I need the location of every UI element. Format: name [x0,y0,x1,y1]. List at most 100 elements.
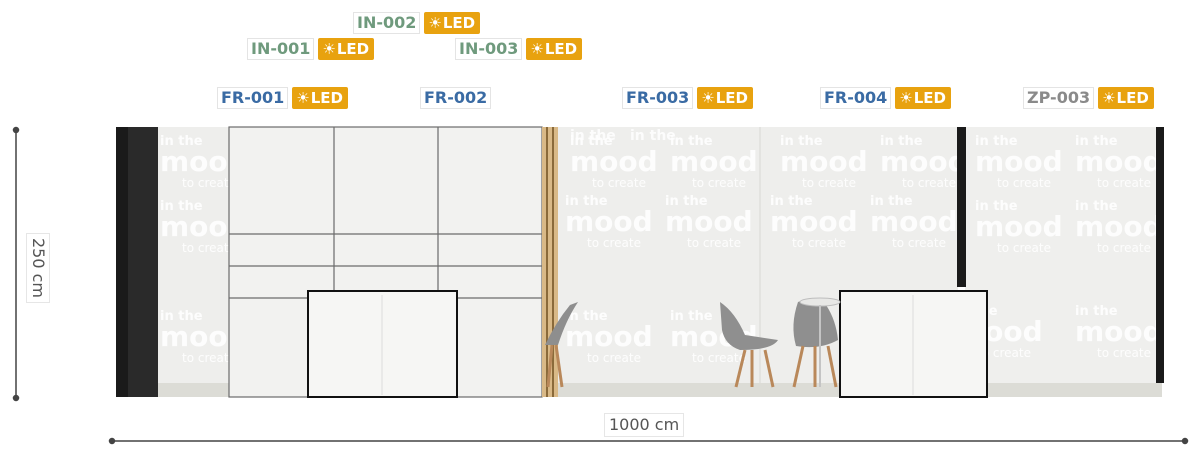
fixture-code: IN-001 [247,38,315,60]
svg-text:to create: to create [997,241,1051,255]
led-badge: ☀LED [895,87,952,109]
svg-text:in the: in the [780,134,823,149]
sun-icon: ☀ [1102,89,1116,107]
svg-text:to create: to create [182,176,236,190]
svg-text:mood: mood [975,145,1063,178]
width-dimension-line [108,437,1189,445]
label-fr-002: FR-002 [420,87,492,109]
fixture-code: FR-004 [820,87,892,109]
led-badge: ☀LED [292,87,349,109]
svg-text:in the: in the [880,134,923,149]
svg-text:mood: mood [880,145,968,178]
fixture-code: IN-002 [353,12,421,34]
svg-text:mood: mood [570,145,658,178]
label-fr-003: FR-003 ☀LED [622,87,754,109]
svg-text:to create: to create [902,176,956,190]
svg-text:in the: in the [870,194,913,209]
svg-text:mood: mood [870,205,958,238]
svg-text:in the: in the [565,194,608,209]
svg-text:in the: in the [160,134,203,149]
wall-watermarks: in the in the [570,128,676,144]
svg-text:mood: mood [1075,145,1163,178]
label-in-002: IN-002 ☀LED [353,12,481,34]
center-post [957,127,966,287]
svg-text:in the: in the [1075,199,1118,214]
label-zp-003: ZP-003 ☀LED [1023,87,1154,109]
svg-text:mood: mood [670,145,758,178]
svg-text:to create: to create [1097,241,1151,255]
bar-table [799,297,841,387]
svg-text:in the: in the [975,199,1018,214]
svg-text:in the: in the [975,134,1018,149]
svg-text:in the: in the [570,128,616,144]
watermark: in the in the [570,128,676,144]
svg-text:in the: in the [770,194,813,209]
svg-text:to create: to create [1097,176,1151,190]
svg-text:mood: mood [975,210,1063,243]
svg-text:to create: to create [592,176,646,190]
fixture-code: FR-002 [420,87,492,109]
svg-text:mood: mood [1075,210,1163,243]
label-fr-001: FR-001 ☀LED [217,87,349,109]
svg-text:mood: mood [780,145,868,178]
led-badge: ☀LED [318,38,375,60]
svg-text:to create: to create [1097,346,1151,360]
sun-icon: ☀ [428,14,442,32]
sun-icon: ☀ [701,89,715,107]
led-badge: ☀LED [697,87,754,109]
svg-text:mood: mood [770,205,858,238]
chair-3 [792,299,838,388]
svg-text:mood: mood [565,320,653,353]
svg-text:to create: to create [977,346,1031,360]
height-dimension-label: 250 cm [26,232,51,304]
led-badge: ☀LED [424,12,481,34]
right-post [1156,127,1164,383]
fixture-code: ZP-003 [1023,87,1095,109]
svg-text:to create: to create [692,176,746,190]
sun-icon: ☀ [899,89,913,107]
svg-text:in the: in the [1075,134,1118,149]
svg-text:to create: to create [182,351,236,365]
led-badge: ☀LED [1098,87,1154,109]
sun-icon: ☀ [296,89,310,107]
fixture-code: FR-003 [622,87,694,109]
svg-text:mood: mood [565,205,653,238]
fixture-code: FR-001 [217,87,289,109]
svg-text:to create: to create [587,351,641,365]
svg-text:to create: to create [892,236,946,250]
fixture-code: IN-003 [455,38,523,60]
svg-text:to create: to create [792,236,846,250]
height-dimension-line [12,126,20,402]
svg-text:in the: in the [1075,304,1118,319]
sun-icon: ☀ [322,40,336,58]
svg-text:in the: in the [630,128,676,144]
svg-text:to create: to create [692,351,746,365]
svg-text:in the: in the [665,194,708,209]
label-in-001: IN-001 ☀LED [247,38,375,60]
width-dimension-label: 1000 cm [604,413,685,437]
svg-text:mood: mood [1075,315,1163,348]
svg-text:in the: in the [160,309,203,324]
svg-text:in the: in the [670,309,713,324]
svg-text:in the: in the [160,199,203,214]
right-wall [965,127,1157,383]
svg-text:in the: in the [570,134,613,149]
svg-text:mood: mood [665,205,753,238]
label-fr-004: FR-004 ☀LED [820,87,952,109]
svg-text:in the: in the [565,309,608,324]
svg-text:to create: to create [802,176,856,190]
sun-icon: ☀ [530,40,544,58]
label-in-003: IN-003 ☀LED [455,38,583,60]
